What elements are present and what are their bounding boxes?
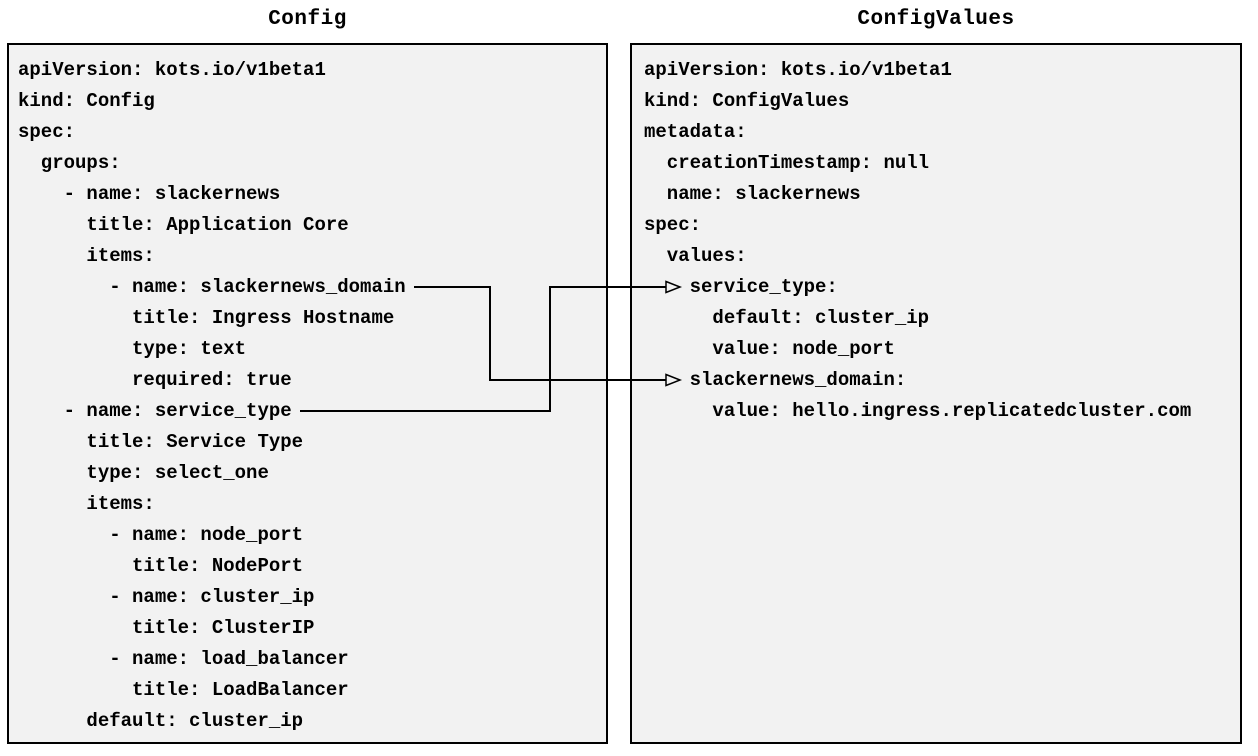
configvalues-panel: apiVersion: kots.io/v1beta1 kind: Config… xyxy=(630,43,1242,744)
config-panel-title: Config xyxy=(268,8,347,31)
config-panel: apiVersion: kots.io/v1beta1 kind: Config… xyxy=(7,43,608,744)
configvalues-panel-title: ConfigValues xyxy=(857,8,1015,31)
config-yaml-code: apiVersion: kots.io/v1beta1 kind: Config… xyxy=(18,59,406,732)
configvalues-yaml-code: apiVersion: kots.io/v1beta1 kind: Config… xyxy=(644,59,1192,422)
